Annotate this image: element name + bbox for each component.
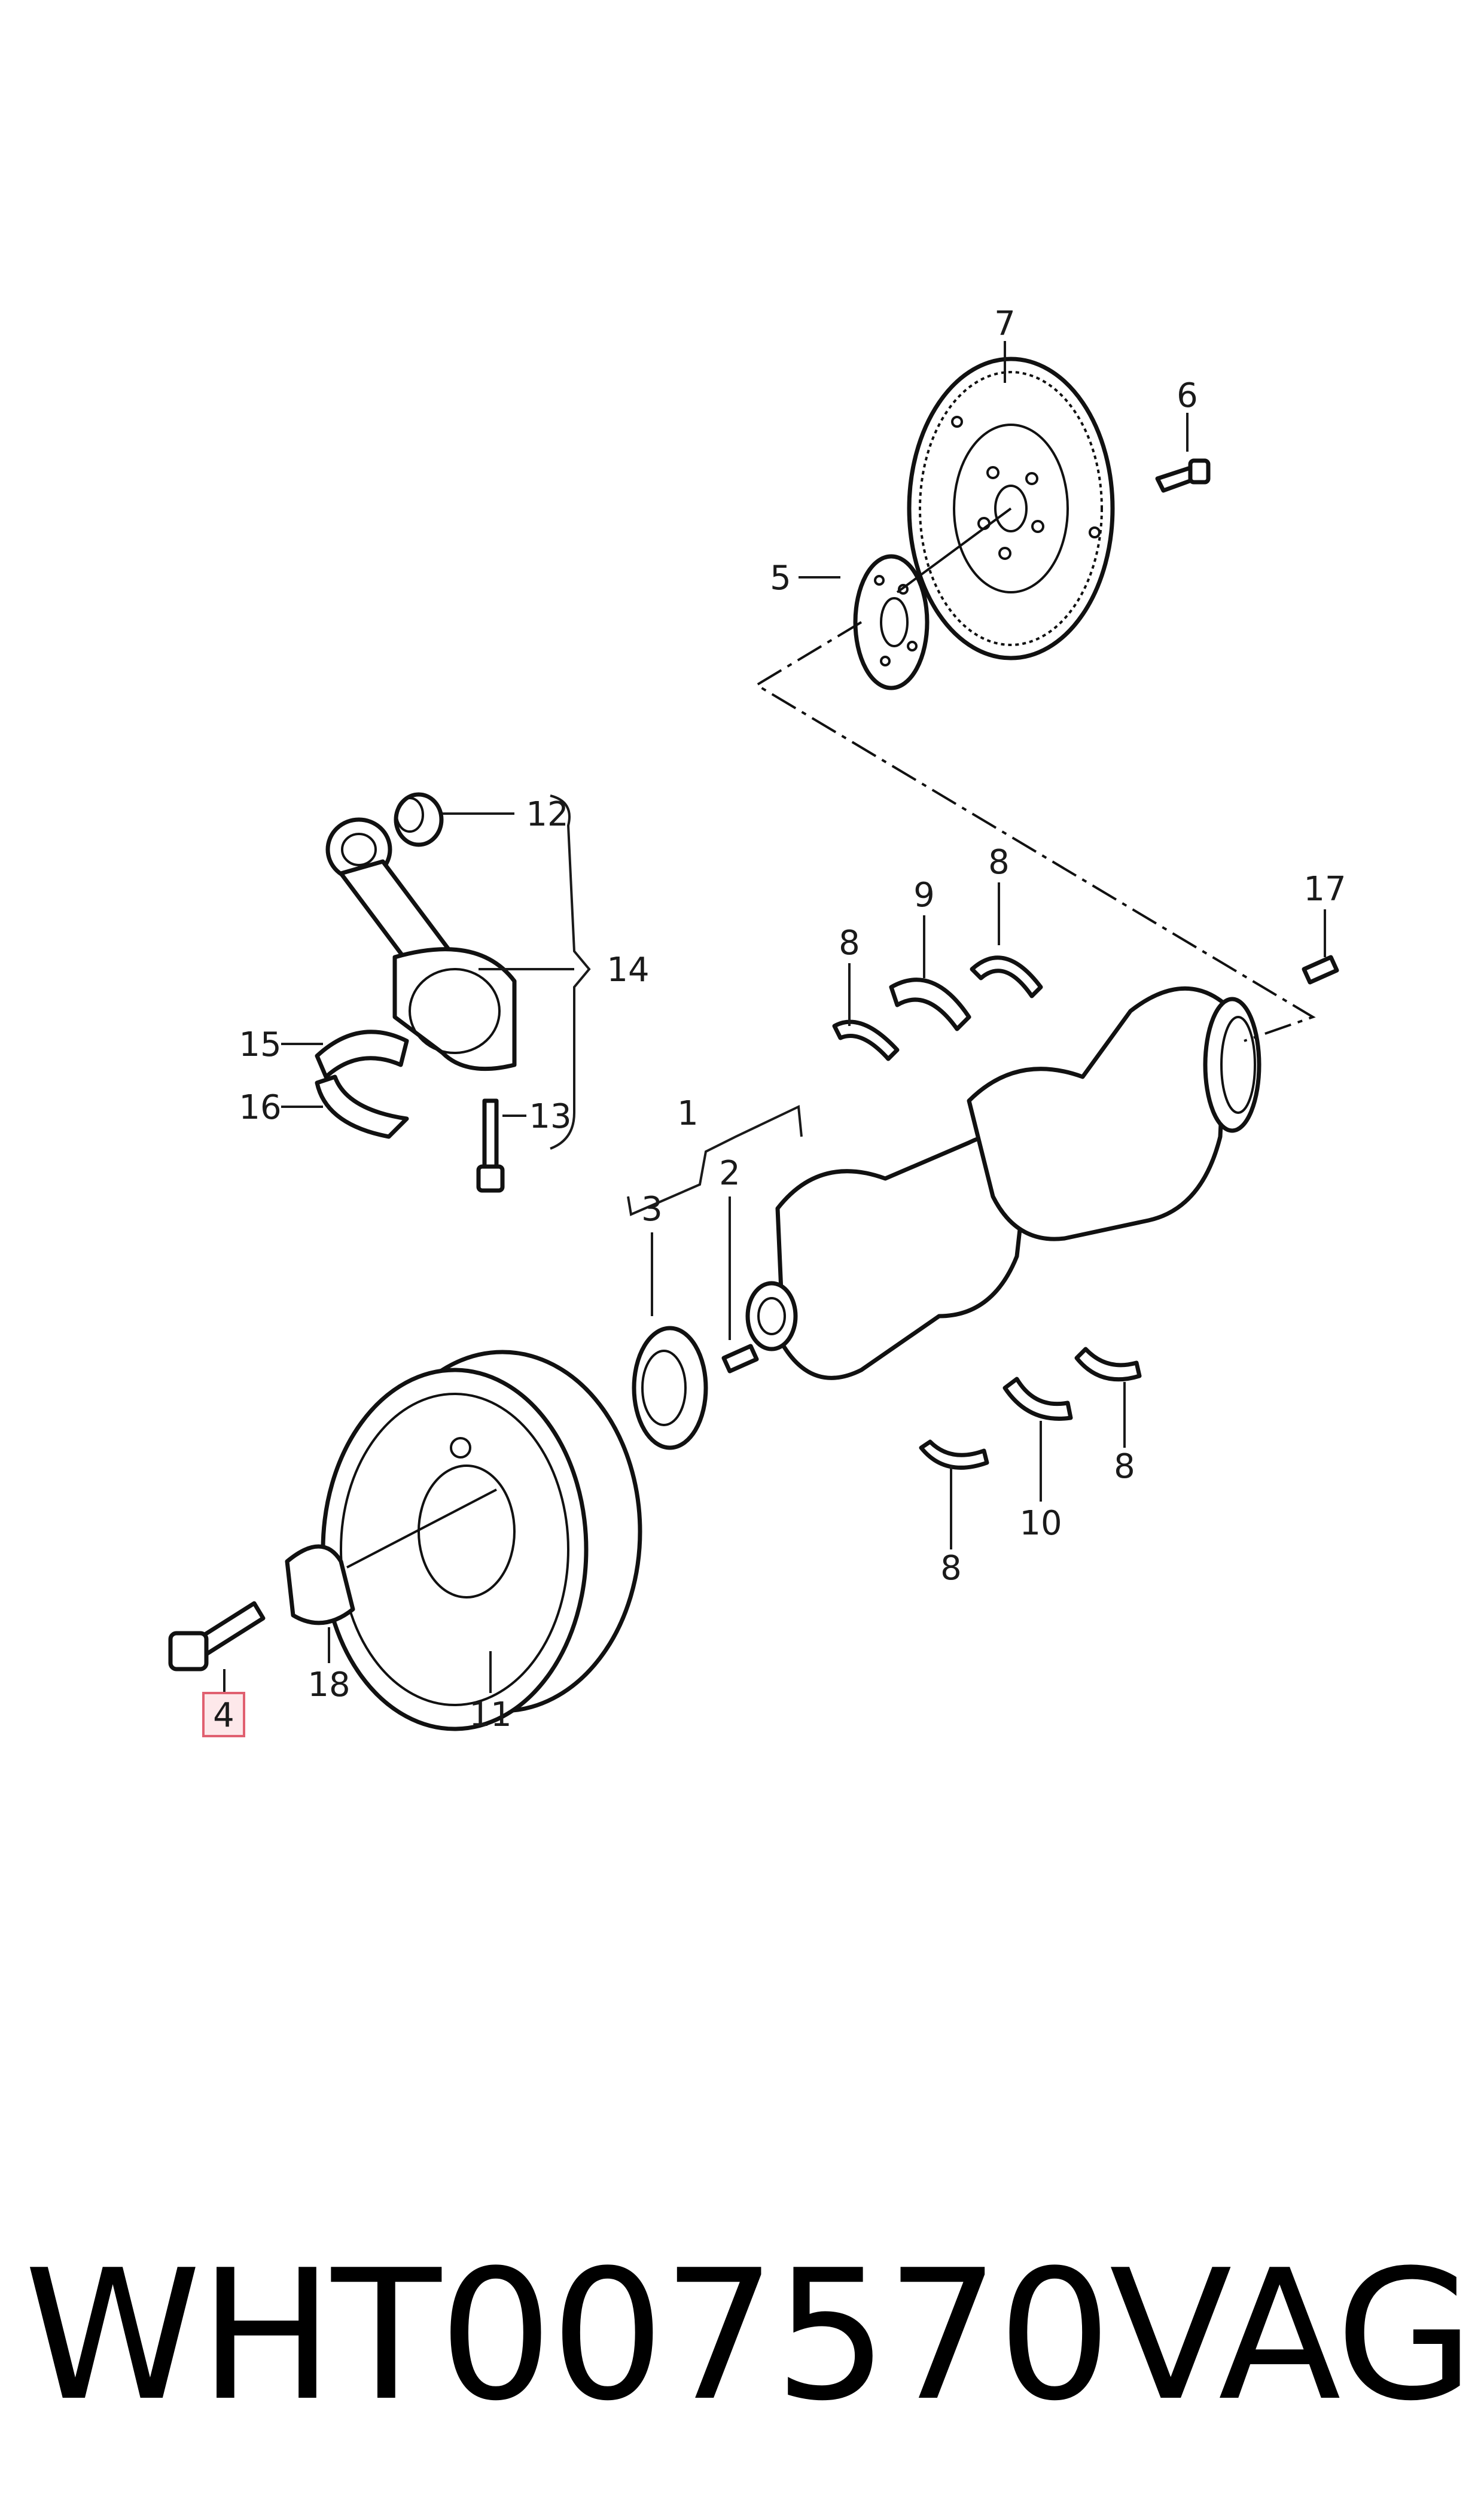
thrust-washer-upper-right <box>970 955 1043 998</box>
leader-lines <box>223 341 1326 1693</box>
callout-8-lower-left[interactable]: 8 <box>940 1549 962 1588</box>
main-bearing-shell-upper <box>889 978 971 1031</box>
callout-12[interactable]: 12 <box>526 795 568 834</box>
callout-8-upper-left[interactable]: 8 <box>839 924 860 963</box>
vibration-damper <box>321 1350 642 1731</box>
crank-sprocket <box>632 1326 708 1450</box>
crankshaft <box>745 986 1261 1380</box>
callout-4[interactable]: 4 <box>213 1696 234 1735</box>
rod-bolt <box>476 1098 505 1193</box>
brand-label: VAG <box>1109 2231 1474 2440</box>
shim-plate <box>853 554 930 690</box>
footer: WHT007570 VAG <box>24 2231 1474 2440</box>
callout-9[interactable]: 9 <box>913 876 935 915</box>
woodruff-key <box>721 1344 759 1374</box>
thrust-washer-upper-left <box>832 1019 900 1061</box>
bearing-shell-upper <box>315 1030 409 1079</box>
part-number: WHT007570 <box>24 2231 1112 2440</box>
callout-8-lower-right[interactable]: 8 <box>1114 1447 1135 1486</box>
callout-17[interactable]: 17 <box>1303 870 1346 909</box>
callout-highlight-box <box>202 1692 245 1737</box>
callout-14[interactable]: 14 <box>607 951 649 989</box>
callout-3[interactable]: 3 <box>641 1190 663 1229</box>
connecting-rod <box>325 817 517 1071</box>
callout-16[interactable]: 16 <box>239 1088 281 1127</box>
thrust-washer-lower-right <box>1074 1347 1142 1382</box>
callout-labels: 1 2 3 4 5 6 7 8 8 8 8 9 10 11 12 13 14 1… <box>213 305 1346 1735</box>
assembly-axis <box>754 621 1316 1042</box>
damper-bolt <box>168 1601 266 1671</box>
callout-2[interactable]: 2 <box>719 1154 741 1193</box>
callout-18[interactable]: 18 <box>307 1666 350 1704</box>
damper-spacer <box>285 1544 355 1625</box>
callout-10[interactable]: 10 <box>1019 1504 1062 1543</box>
dowel-pin <box>1302 955 1339 985</box>
callout-11[interactable]: 11 <box>469 1695 511 1734</box>
callout-7[interactable]: 7 <box>994 305 1016 343</box>
small-end-bushing <box>394 792 444 847</box>
callout-1[interactable]: 1 <box>677 1094 699 1133</box>
callout-5[interactable]: 5 <box>770 559 791 598</box>
thrust-washer-lower-left <box>919 1439 989 1470</box>
callout-15[interactable]: 15 <box>239 1025 281 1064</box>
callout-8-upper-right[interactable]: 8 <box>988 843 1010 882</box>
callout-6[interactable]: 6 <box>1177 376 1198 415</box>
main-bearing-shell-lower <box>1002 1377 1073 1421</box>
bearing-shell-lower <box>315 1074 409 1139</box>
callout-13[interactable]: 13 <box>529 1097 571 1136</box>
flywheel-bolt <box>1155 458 1211 493</box>
